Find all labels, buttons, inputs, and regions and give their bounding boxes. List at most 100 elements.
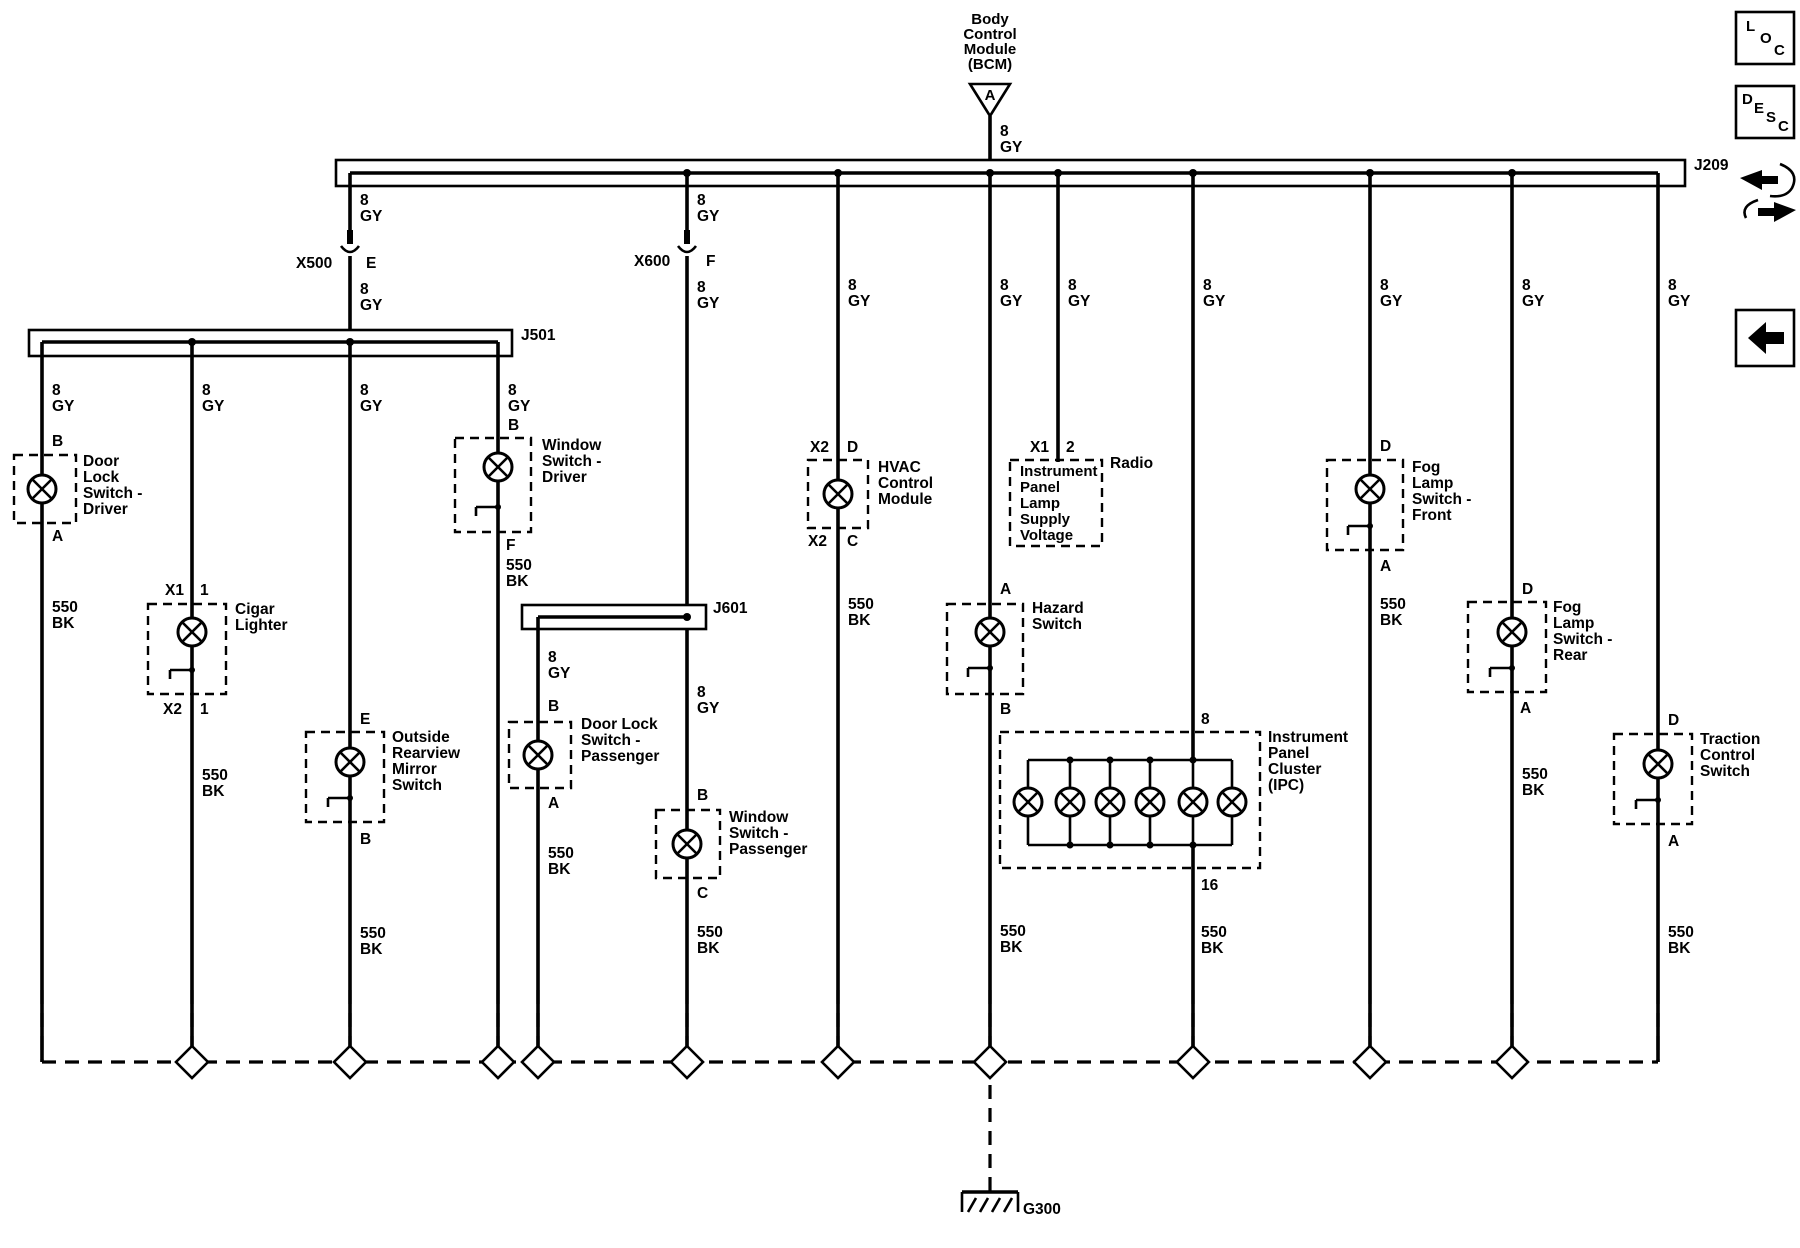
traction-label-3: Switch <box>1700 763 1750 780</box>
pin-fogr-bottom: A <box>1520 700 1531 717</box>
hvac-conn-top: X2 <box>810 439 829 456</box>
bcm-pin-triangle <box>967 82 1013 119</box>
cigar-lighter-switch-icon <box>168 667 195 679</box>
radio-pin: 2 <box>1066 439 1075 456</box>
pin-mirror-top: E <box>360 711 370 728</box>
splice-j601-label: J601 <box>713 600 748 617</box>
bcm-label-1: Body <box>971 11 1009 28</box>
mirror-label-2: Rearview <box>392 745 461 762</box>
gauge-dlp-bk: 550 <box>548 845 574 862</box>
hvac-box <box>806 458 870 530</box>
gauge-wd-bk: 550 <box>506 557 532 574</box>
color-wd: GY <box>508 398 531 415</box>
x500-socket <box>339 245 361 254</box>
window-driver-label-3: Driver <box>542 469 587 486</box>
desc-letter-s: S <box>1766 109 1776 126</box>
pin-ipc-top: 8 <box>1201 711 1210 728</box>
fog-front-switch-icon <box>1346 523 1373 535</box>
radio-title: Radio <box>1110 455 1153 472</box>
color-fogf-bk: BK <box>1380 612 1403 629</box>
pin-hazard-bottom: B <box>1000 701 1011 718</box>
cigar-lighter-box <box>146 602 228 696</box>
door-lock-driver-label-2: Lock <box>83 469 120 486</box>
ipc-label-2: Panel <box>1268 745 1309 762</box>
gauge-dld-bk: 550 <box>52 599 78 616</box>
hvac-lamp-icon <box>822 478 854 510</box>
hazard-label-1: Hazard <box>1032 600 1084 617</box>
ipc-box <box>998 730 1262 870</box>
x500-pin <box>347 230 353 244</box>
x600-pin-label: F <box>706 253 715 270</box>
hazard-label-2: Switch <box>1032 616 1082 633</box>
color-x500-upper: GY <box>360 208 383 225</box>
gauge-fogr: 8 <box>1522 277 1531 294</box>
pin-dlp-top: B <box>548 698 559 715</box>
color-dlp-bk: BK <box>548 861 571 878</box>
loc-nav-button[interactable]: L O C <box>1734 10 1796 66</box>
desc-letter-e: E <box>1754 100 1764 117</box>
gauge-hazard-bk: 550 <box>1000 923 1026 940</box>
fog-front-label-2: Lamp <box>1412 475 1453 492</box>
cigar-conn-top: X1 <box>165 582 184 599</box>
gauge-dlp: 8 <box>548 649 557 666</box>
back-arrow-button[interactable] <box>1734 308 1796 368</box>
hvac-label-3: Module <box>878 491 933 508</box>
ground-label: G300 <box>1023 1201 1061 1218</box>
color-ipc: GY <box>1203 293 1226 310</box>
bcm-label-4: (BCM) <box>968 56 1012 73</box>
cigar-lighter-lamp-icon <box>176 616 208 648</box>
desc-nav-button[interactable]: D E S C <box>1734 84 1796 140</box>
window-driver-label-1: Window <box>542 437 602 454</box>
gauge-mirror-bk: 550 <box>360 925 386 942</box>
pin-wd-bottom: F <box>506 537 515 554</box>
bcm-connector: Body Control Module (BCM) A <box>963 11 1017 119</box>
gauge-cigar: 8 <box>202 382 211 399</box>
ipc-label-1: Instrument <box>1268 729 1348 746</box>
harness-connectors-icon[interactable] <box>1740 162 1796 222</box>
door-lock-driver-label-1: Door <box>83 453 119 470</box>
fog-front-lamp-icon <box>1354 473 1386 505</box>
pin-dld-bottom: A <box>52 528 63 545</box>
ipc-label-3: Cluster <box>1268 761 1321 778</box>
radio-conn: X1 <box>1030 439 1049 456</box>
color-x600-lower: GY <box>697 295 720 312</box>
fog-front-label-4: Front <box>1412 507 1452 524</box>
mirror-switch-box <box>304 730 386 824</box>
gauge-ipc: 8 <box>1203 277 1212 294</box>
bcm-label-3: Module <box>964 41 1017 58</box>
bcm-pin-label: A <box>985 87 996 104</box>
door-lock-pass-box <box>507 720 573 790</box>
gauge-hvac: 8 <box>848 277 857 294</box>
gauge-cigar-bk: 550 <box>202 767 228 784</box>
pin-fogr-top: D <box>1522 581 1533 598</box>
cigar-lighter-label-2: Lighter <box>235 617 288 634</box>
pin-fogf-top: D <box>1380 438 1391 455</box>
loc-letter-c: C <box>1774 42 1785 59</box>
window-pass-label-1: Window <box>729 809 789 826</box>
gauge-fogr-bk: 550 <box>1522 766 1548 783</box>
mirror-switch-switch-icon <box>326 795 353 807</box>
color-hvac: GY <box>848 293 871 310</box>
traction-switch-icon <box>1634 797 1661 809</box>
gauge-fogf-bk: 550 <box>1380 596 1406 613</box>
door-lock-pass-label-2: Switch - <box>581 732 640 749</box>
mirror-label-4: Switch <box>392 777 442 794</box>
fog-rear-lamp-icon <box>1496 616 1528 648</box>
pin-wp-top: B <box>697 787 708 804</box>
traction-label-1: Traction <box>1700 731 1760 748</box>
radio-label-3: Lamp <box>1020 495 1060 512</box>
ground-bus <box>40 990 1660 1192</box>
pin-tc-top: D <box>1668 712 1679 729</box>
color-ipc-bk: BK <box>1201 940 1224 957</box>
color-dlp: GY <box>548 665 571 682</box>
pin-ipc-bottom: 16 <box>1201 877 1219 894</box>
mirror-label-1: Outside <box>392 729 450 746</box>
ipc-label-4: (IPC) <box>1268 777 1304 794</box>
color-x500-lower: GY <box>360 297 383 314</box>
gauge-mirror: 8 <box>360 382 369 399</box>
gauge-hazard: 8 <box>1000 277 1009 294</box>
splice-j501-label: J501 <box>521 327 556 344</box>
mirror-label-3: Mirror <box>392 761 437 778</box>
gauge-x600-lower: 8 <box>697 279 706 296</box>
